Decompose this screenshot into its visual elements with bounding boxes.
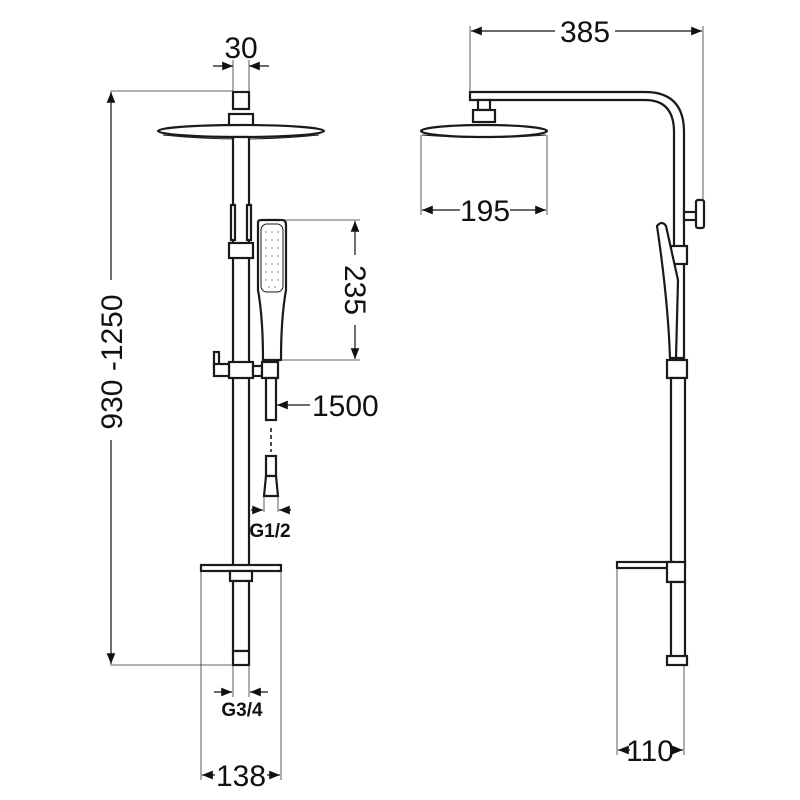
side-shelf xyxy=(615,560,675,570)
dim-g12: G1/2 xyxy=(249,521,290,542)
side-head-mount xyxy=(471,108,497,124)
front-dimensions: 30 930 -1250 235 1500 G1/2 G3/4 138 xyxy=(96,32,379,793)
hose-nut xyxy=(262,474,280,498)
dim-385: 385 xyxy=(560,16,610,49)
dim-total-height: 930 -1250 xyxy=(96,294,129,429)
dim-g34: G3/4 xyxy=(221,700,263,721)
dim-138: 138 xyxy=(216,760,266,793)
front-view xyxy=(156,90,326,667)
side-rain-head xyxy=(419,123,549,139)
rain-shower-head xyxy=(156,123,326,139)
hand-shower xyxy=(256,218,288,362)
dim-1500: 1500 xyxy=(312,390,379,423)
dim-195: 195 xyxy=(460,195,510,228)
hand-shower-nozzles xyxy=(265,231,279,288)
side-inlet xyxy=(665,654,689,667)
hose-bottom xyxy=(264,454,278,478)
inlet-pipe xyxy=(231,579,251,653)
side-knob xyxy=(694,198,706,230)
side-view xyxy=(419,90,706,667)
hand-shower-holder xyxy=(260,360,280,380)
side-riser xyxy=(669,376,687,568)
dim-30: 30 xyxy=(224,32,257,65)
slider-lower xyxy=(227,360,255,380)
riser-pole xyxy=(231,135,251,569)
side-hand-shower xyxy=(655,221,680,360)
arm-connector xyxy=(231,90,251,111)
slider-upper xyxy=(227,241,255,260)
inlet-connector xyxy=(231,649,251,667)
dim-235: 235 xyxy=(338,265,371,315)
dim-110: 110 xyxy=(626,735,674,768)
shower-arm xyxy=(468,90,686,360)
hose-top xyxy=(264,376,278,422)
side-dimensions: 385 195 110 xyxy=(420,16,704,768)
